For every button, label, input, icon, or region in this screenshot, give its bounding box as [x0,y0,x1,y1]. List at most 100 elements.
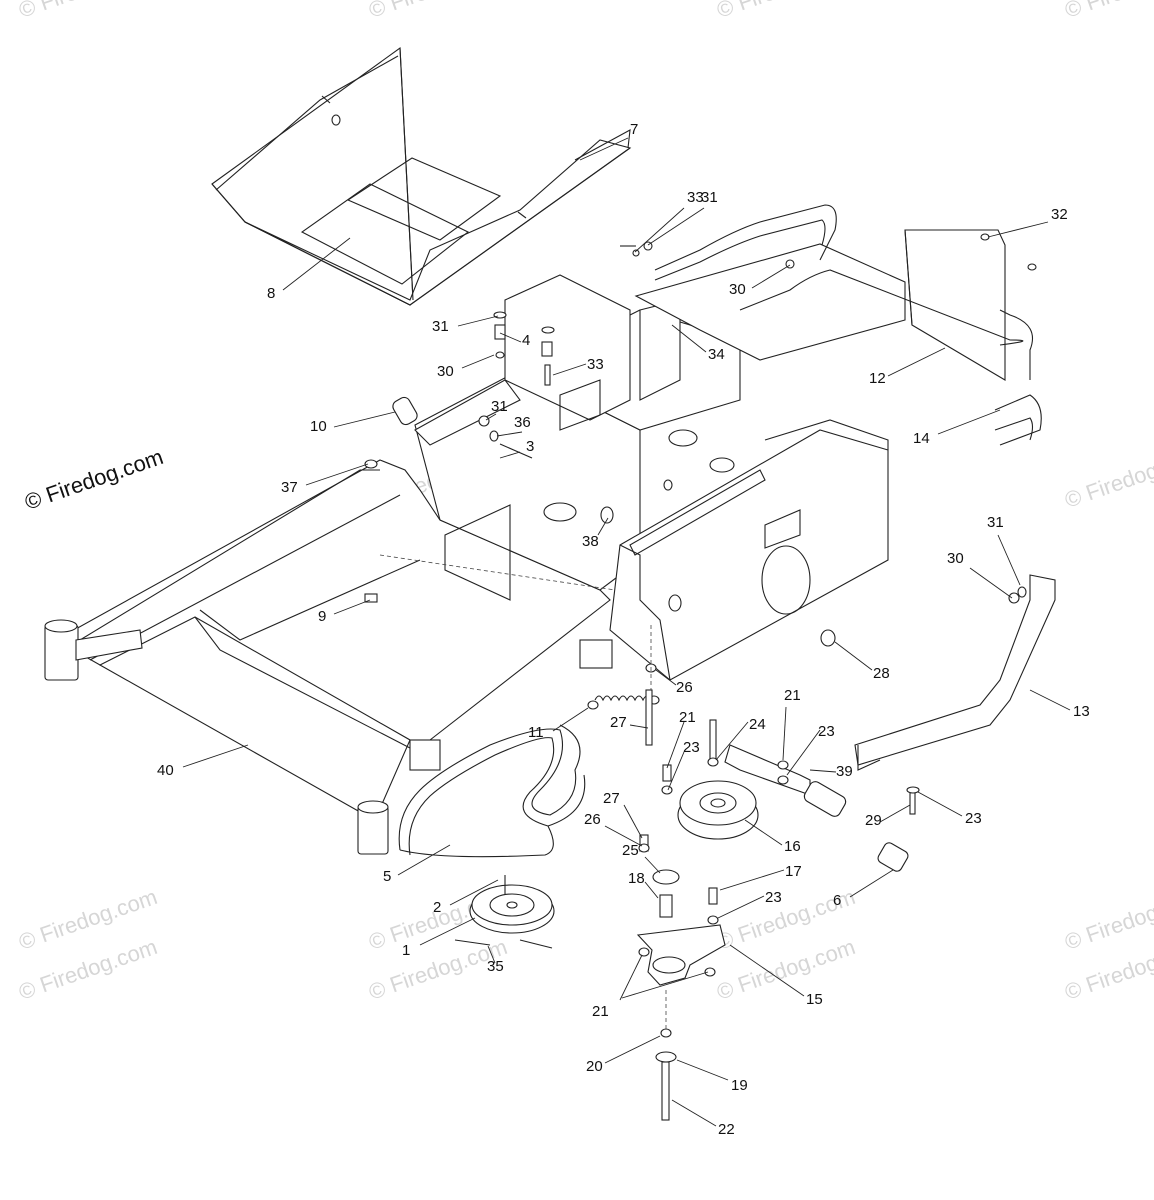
leader-line [667,751,685,791]
callout-13: 13 [1073,703,1090,720]
leader-line [786,729,821,776]
leader-line [671,324,707,353]
leader-line [419,917,476,946]
leader-line [937,409,1001,435]
callout-36: 36 [514,414,531,431]
callout-1: 1 [402,942,410,959]
leader-line [397,844,451,876]
leader-line [623,804,643,839]
leader-line [887,347,946,377]
leader-line [461,354,495,369]
leader-line [634,207,685,253]
watermark-text: © Firedog.com [365,0,510,23]
leader-line [604,1035,661,1064]
leader-line [499,451,521,459]
leader-line [282,237,351,291]
callout-3: 3 [526,438,534,455]
leader-line [647,207,705,246]
leader-line [487,945,496,964]
footrest-bar-part [854,574,1056,771]
callout-14: 14 [913,430,930,447]
leader-line [879,804,911,823]
leader-line [744,819,783,846]
grommet-part [600,506,614,524]
leader-line [997,534,1021,586]
callout-15: 15 [806,991,823,1008]
callout-25: 25 [622,842,639,859]
callout-28: 28 [873,665,890,682]
idler-arm-part [636,924,726,986]
bolt-stack-part [638,625,920,1121]
callout-30: 30 [947,550,964,567]
leader-line [621,971,709,999]
callout-31: 31 [987,514,1004,531]
leader-line [719,869,785,891]
leader-line [333,411,396,428]
leader-line [917,791,963,817]
callout-23: 23 [965,810,982,827]
watermark-text: © Firedog.com [1061,0,1154,23]
callout-31: 31 [701,189,718,206]
callout-21: 21 [784,687,801,704]
seat-tubes-part [654,204,1042,446]
callout-2: 2 [433,899,441,916]
floor-pan-part [211,46,632,306]
leader-line [552,363,587,376]
leader-lines [182,137,1071,1127]
leader-line [671,1099,717,1127]
callout-labels: 1234567891011121314151617181920212121222… [157,121,1090,1138]
leader-line [552,707,589,732]
leader-line [182,744,249,768]
bushing-part [392,396,418,426]
callout-26: 26 [676,679,693,696]
callout-23: 23 [765,889,782,906]
leader-line [969,567,1013,599]
callout-29: 29 [865,812,882,829]
callout-26: 26 [584,811,601,828]
callout-32: 32 [1051,206,1068,223]
watermark-text: © Firedog.com [1061,884,1154,955]
leader-line [496,431,523,437]
brand-watermark: © Firedog.com [21,444,166,515]
callout-10: 10 [310,418,327,435]
bolt-32b-part [1027,263,1037,271]
callout-34: 34 [708,346,725,363]
leader-line [457,315,499,327]
callout-4: 4 [522,332,530,349]
plug-part [364,459,378,469]
main-frame-part [44,274,889,855]
callout-19: 19 [731,1077,748,1094]
callout-37: 37 [281,479,298,496]
callout-27: 27 [610,714,627,731]
callout-23: 23 [683,739,700,756]
leader-line [715,721,749,761]
callout-21: 21 [592,1003,609,1020]
pulley-1-part [469,875,555,934]
leader-line [849,869,894,898]
leader-line [809,769,837,773]
callout-8: 8 [267,285,275,302]
idler-pulley-part [677,780,759,840]
callout-9: 9 [318,608,326,625]
leader-line [717,895,765,919]
leader-line [729,944,805,997]
drive-belt-part [398,724,586,858]
callout-17: 17 [785,863,802,880]
callout-6: 6 [833,892,841,909]
leader-line [619,954,643,1001]
leader-line [597,517,609,536]
leader-line [676,1059,729,1081]
callout-11: 11 [528,724,544,741]
callout-30: 30 [729,281,746,298]
hardware-cluster-part [478,311,555,459]
leader-line [604,825,643,847]
callout-30: 30 [437,363,454,380]
callout-22: 22 [718,1121,735,1138]
callout-33: 33 [687,189,704,206]
callout-23: 23 [818,723,835,740]
callout-39: 39 [836,763,853,780]
leader-line [333,599,371,615]
callout-5: 5 [383,868,391,885]
bolt-32-part [980,233,990,241]
